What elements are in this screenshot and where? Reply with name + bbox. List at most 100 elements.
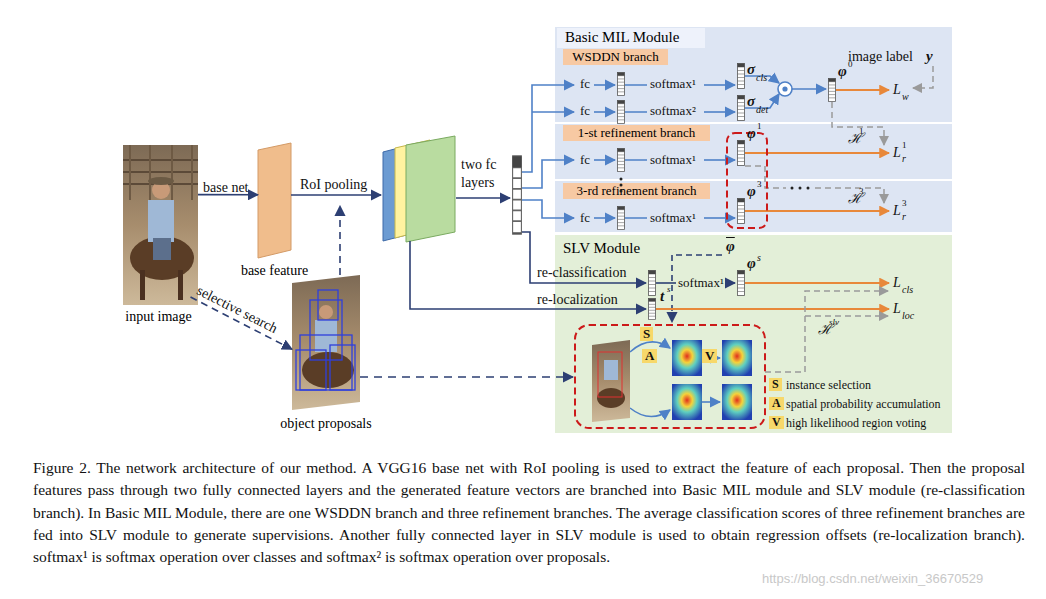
feature-vector [649,298,656,319]
annotation: 3 [757,180,762,190]
math-symbol: s [757,252,761,263]
math-symbol: r [902,211,906,222]
math-symbol: t [660,288,664,305]
node-caption: input image [101,309,216,325]
annotation: softmax² [650,104,696,118]
data-flow-arrow [704,217,735,219]
proposal-photo [318,290,338,320]
feature-vector [738,271,745,296]
slv-flow-arrow [360,376,573,378]
branch-name: 3-rd refinement branch [563,183,710,199]
data-flow-arrow [704,84,735,86]
math-symbol: slv [829,318,839,328]
loss-arrow [836,89,889,91]
branch-name: 1-st refinement branch [563,125,710,141]
edge-label: selective search [194,283,280,337]
math-symbol: cls [756,72,767,83]
annotation: softmax¹ [678,276,724,290]
panel-heading: Basic MIL Module [557,28,705,48]
math-symbol: φ [726,238,735,255]
proposal-photo [330,345,355,390]
flow-connector [198,194,258,196]
loss-arrow [656,308,889,310]
legend-text: instance selection [786,378,871,393]
data-flow-arrow [594,159,615,161]
panel-heading: SLV Module [563,240,640,257]
branch-name: WSDDN branch [563,49,668,65]
input-photo [153,238,171,260]
figure-caption: Figure 2. The network architecture of ou… [33,457,1025,568]
slv-flow-arrow [456,197,510,199]
data-flow-arrow [532,111,574,113]
feature-vector [649,271,656,296]
input-photo [178,270,183,300]
annotation: 1 [757,122,762,132]
feature-vector [618,206,625,229]
math-symbol: L [893,301,901,316]
data-flow-arrow [702,401,720,403]
feature-vector [618,72,625,95]
math-symbol: σ [747,93,755,110]
data-flow-arrow [594,84,615,86]
step-letter: S [640,327,653,341]
legend-text: spatial probability accumulation [786,397,941,412]
input-photo [130,145,192,200]
ellipsis-dots [791,187,794,190]
math-symbol: φ [747,125,756,142]
annotation: softmax¹ [650,153,696,167]
proposal-photo [319,305,333,319]
proposal-photo [292,275,360,410]
data-flow-arrow [704,111,735,113]
slv-flow-arrow [410,241,646,309]
slv-illustration [592,340,630,422]
feature-vector [738,64,745,89]
flow-connector [191,297,293,349]
branch-tag: WSDDN branch [563,49,668,65]
node-caption: object proposals [272,416,380,432]
proposal-photo [292,275,360,410]
feature-vector [829,78,836,101]
annotation: fc [580,211,590,225]
step-letter: V [769,416,784,429]
input-photo [123,160,198,184]
slv-illustration [672,384,702,420]
ellipsis-dots [807,187,810,190]
math-symbol: φ [747,183,756,200]
math-symbol: w [902,91,909,102]
math-symbol: L [893,275,901,290]
slv-illustration [672,340,702,376]
slv-flow-arrow [656,282,676,284]
step-letter: S [769,378,782,391]
data-flow-arrow [778,82,792,96]
slv-illustration [598,352,622,397]
slv-flow-arrow [729,282,735,284]
proposal-photo [296,290,355,390]
supervision-arrow [805,315,888,317]
slv-illustration [722,340,752,376]
feature-vector [618,148,625,171]
annotation: 3 [859,187,864,197]
ellipsis-dots [620,190,623,193]
input-photo [123,145,198,305]
annotation: softmax¹ [650,211,696,225]
slv-illustration [597,388,625,408]
input-photo [123,145,198,305]
feature-vector [738,96,745,121]
annotation: image label [848,49,913,64]
annotation: 1 [902,141,907,151]
math-symbol: s [667,285,671,295]
annotation: 3 [902,199,907,209]
ellipsis-dots [620,178,623,181]
proposal-photo [315,320,337,352]
loss-arrow [745,282,889,284]
annotation: re-localization [537,292,618,307]
math-symbol: L [893,145,901,160]
feature-vector [738,141,745,166]
input-photo [148,200,174,242]
data-flow-arrow [792,88,826,90]
step-letter: A [642,349,657,363]
roi-feature-stack [383,136,455,242]
math-symbol: φ [838,63,847,80]
branch-tag: 1-st refinement branch [563,125,710,141]
